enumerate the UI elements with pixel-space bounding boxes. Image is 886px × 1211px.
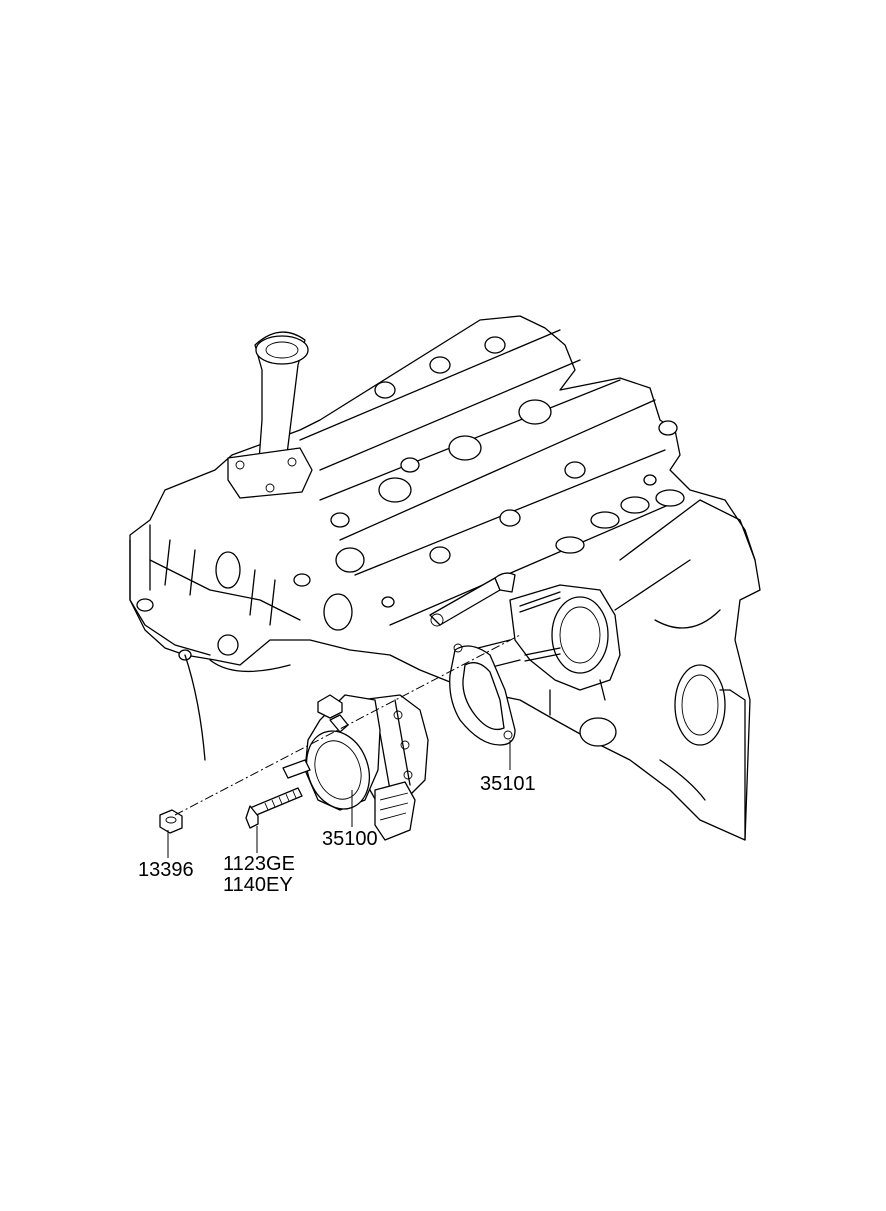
throttle-body-35100 xyxy=(282,694,429,841)
gasket-35101 xyxy=(449,643,516,746)
engine-head-illustration xyxy=(129,315,761,841)
bolt-1123ge xyxy=(245,787,303,829)
label-bolt-part-number: 1123GE xyxy=(223,853,295,875)
nut-13396 xyxy=(159,809,183,834)
assembly-centerline xyxy=(174,634,521,816)
label-nut-part-number: 13396 xyxy=(138,859,194,881)
label-throttle-body-part-number: 35100 xyxy=(322,828,378,850)
label-bolt-alt-part-number: 1140EY xyxy=(223,874,293,896)
cover-bolt-bosses xyxy=(330,336,678,608)
intake-manifold-illustration xyxy=(469,499,756,841)
label-gasket-part-number: 35101 xyxy=(480,773,536,795)
